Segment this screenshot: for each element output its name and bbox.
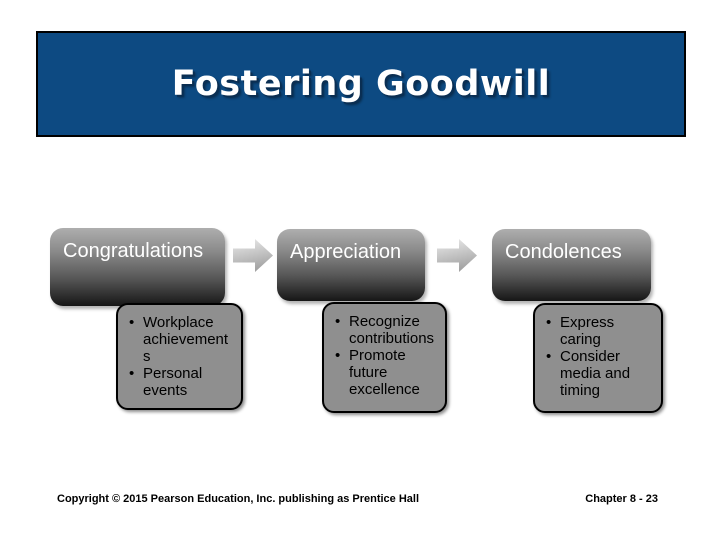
copyright-text: Copyright © 2015 Pearson Education, Inc.… (57, 493, 420, 505)
bullet-item: • Express caring (546, 314, 657, 348)
bullet-text: Recognize contributions (349, 313, 435, 347)
detail-box-congratulations: • Workplace achievement s • Personal eve… (116, 303, 243, 410)
bullet-text: Personal events (143, 365, 203, 399)
bullet-item: • Recognize contributions (335, 313, 441, 347)
bullet-marker: • (546, 348, 552, 365)
bullet-marker: • (129, 365, 135, 382)
arrow-right-icon (437, 239, 477, 272)
slide-title: Fostering Goodwill (171, 64, 551, 104)
bullet-marker: • (335, 347, 341, 364)
page-number: Chapter 8 - 23 (585, 493, 658, 505)
stage-label: Congratulations (63, 240, 204, 262)
stage-label: Appreciation (290, 241, 402, 263)
arrow-right-icon (233, 239, 273, 272)
bullet-item: • Consider media and timing (546, 348, 657, 399)
bullet-text: Express caring (560, 314, 615, 348)
bullet-marker: • (335, 313, 341, 330)
stage-box-congratulations: Congratulations (50, 228, 225, 306)
bullet-item: • Workplace achievement s (129, 314, 237, 365)
bullet-text: Workplace achievement s (143, 314, 229, 365)
detail-box-condolences: • Express caring • Consider media and ti… (533, 303, 663, 413)
bullet-item: • Personal events (129, 365, 237, 399)
slide-title-bar: Fostering Goodwill (36, 31, 686, 137)
bullet-text: Promote future excellence (349, 347, 420, 398)
stage-box-condolences: Condolences (492, 229, 651, 301)
detail-box-appreciation: • Recognize contributions • Promote futu… (322, 302, 447, 413)
bullet-text: Consider media and timing (560, 348, 631, 399)
bullet-marker: • (129, 314, 135, 331)
bullet-marker: • (546, 314, 552, 331)
stage-box-appreciation: Appreciation (277, 229, 425, 301)
bullet-item: • Promote future excellence (335, 347, 441, 398)
stage-label: Condolences (505, 241, 622, 263)
